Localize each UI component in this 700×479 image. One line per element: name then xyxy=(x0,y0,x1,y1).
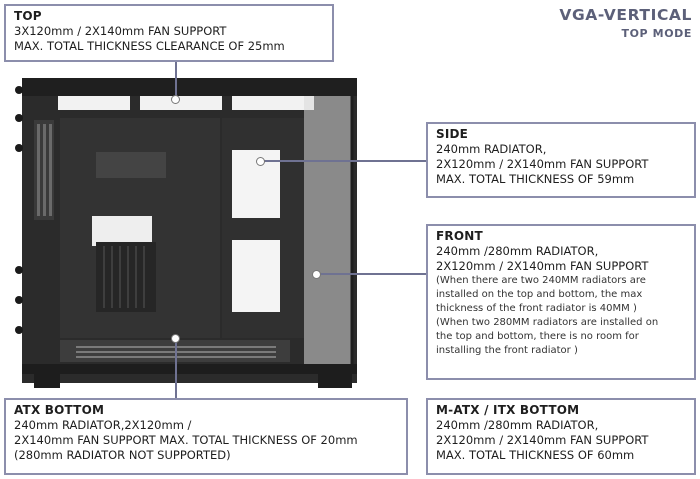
side-line-3: MAX. TOTAL THICKNESS OF 59mm xyxy=(436,172,635,186)
matx-bottom-line-1: 240mm /280mm RADIATOR, xyxy=(436,418,599,432)
atx-bottom-heading: ATX BOTTOM xyxy=(14,403,105,417)
top-line-2: MAX. TOTAL THICKNESS CLEARANCE OF 25mm xyxy=(14,39,285,53)
top-connector-dot xyxy=(171,95,180,104)
side-line-1: 240mm RADIATOR, xyxy=(436,142,547,156)
front-note-5: the top and bottom, there is no room for xyxy=(436,331,639,342)
side-callout: SIDE 240mm RADIATOR, 2X120mm / 2X140mm F… xyxy=(426,122,696,198)
front-connector-line xyxy=(318,273,426,275)
mode-title: VGA-VERTICAL TOP MODE xyxy=(559,6,692,40)
front-line-1: 240mm /280mm RADIATOR, xyxy=(436,244,599,258)
atx-bottom-callout: ATX BOTTOM 240mm RADIATOR,2X120mm / 2X14… xyxy=(4,398,408,475)
top-callout: TOP 3X120mm / 2X140mm FAN SUPPORT MAX. T… xyxy=(4,4,334,62)
side-heading: SIDE xyxy=(436,127,469,141)
side-connector-dot xyxy=(256,157,265,166)
mode-title-sub: TOP MODE xyxy=(621,27,692,40)
matx-bottom-heading: M-ATX / ITX BOTTOM xyxy=(436,403,580,417)
atx-connector-line xyxy=(175,338,177,398)
atx-bottom-line-1: 240mm RADIATOR,2X120mm / xyxy=(14,418,192,432)
matx-bottom-callout: M-ATX / ITX BOTTOM 240mm /280mm RADIATOR… xyxy=(426,398,696,475)
front-callout: FRONT 240mm /280mm RADIATOR, 2X120mm / 2… xyxy=(426,224,696,380)
top-line-1: 3X120mm / 2X140mm FAN SUPPORT xyxy=(14,24,227,38)
front-note-3: thickness of the front radiator is 40MM … xyxy=(436,303,637,314)
atx-connector-dot xyxy=(171,334,180,343)
front-line-2: 2X120mm / 2X140mm FAN SUPPORT xyxy=(436,259,649,273)
front-note-6: installing the front radiator ) xyxy=(436,345,578,356)
front-connector-dot xyxy=(312,270,321,279)
top-connector-line xyxy=(175,62,177,98)
top-heading: TOP xyxy=(14,9,42,23)
mode-title-main: VGA-VERTICAL xyxy=(559,6,692,24)
atx-bottom-line-3: (280mm RADIATOR NOT SUPPORTED) xyxy=(14,448,231,462)
matx-bottom-line-2: 2X120mm / 2X140mm FAN SUPPORT xyxy=(436,433,649,447)
matx-bottom-line-3: MAX. TOTAL THICKNESS OF 60mm xyxy=(436,448,635,462)
side-line-2: 2X120mm / 2X140mm FAN SUPPORT xyxy=(436,157,649,171)
front-note-4: (When two 280MM radiators are installed … xyxy=(436,317,659,328)
front-note-2: installed on the top and bottom, the max xyxy=(436,289,643,300)
front-heading: FRONT xyxy=(436,229,483,243)
front-note-1: (When there are two 240MM radiators are xyxy=(436,275,646,286)
atx-bottom-line-2: 2X140mm FAN SUPPORT MAX. TOTAL THICKNESS… xyxy=(14,433,358,447)
side-connector-line xyxy=(262,160,426,162)
